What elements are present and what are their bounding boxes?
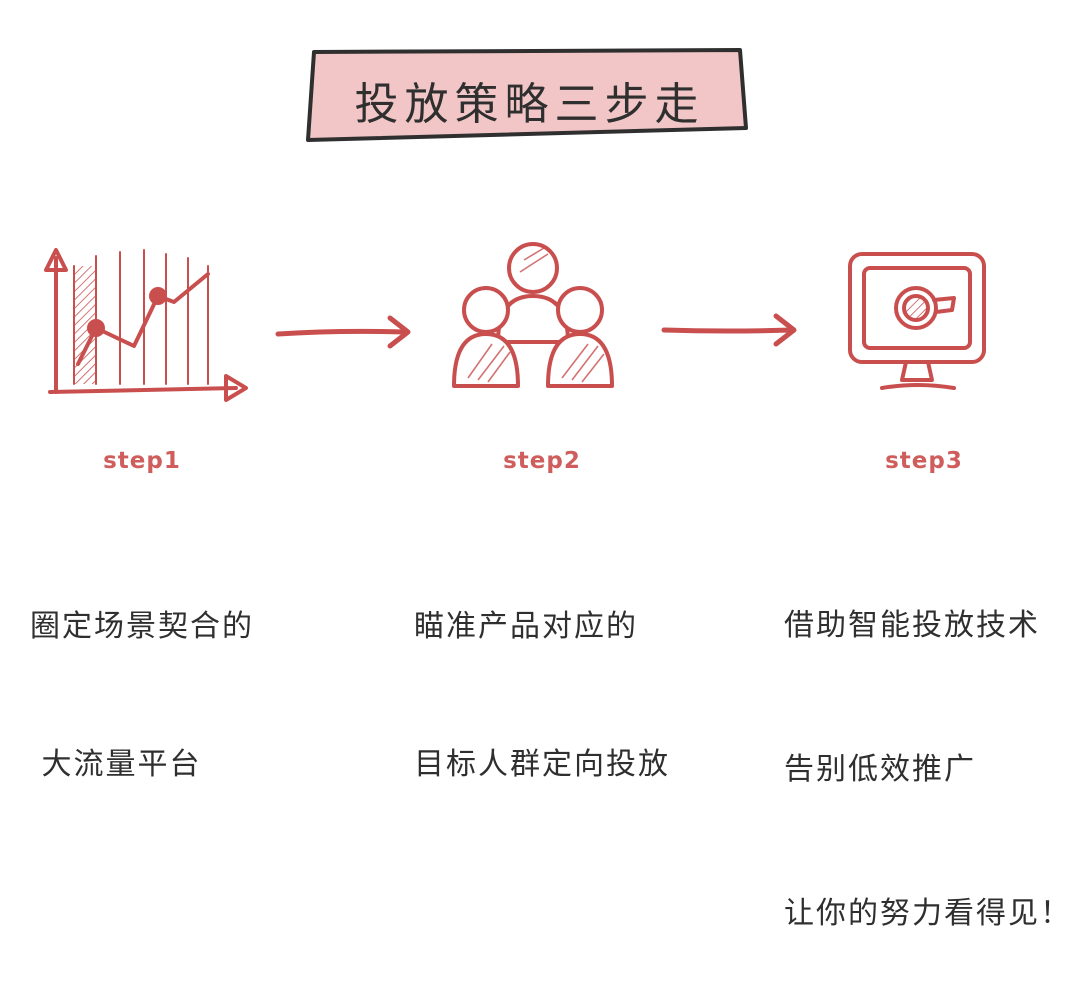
step-3-label: step3 [885,448,963,474]
arrow-right-icon [661,313,797,347]
people-group-icon [452,242,614,388]
step-1-desc-line: 大流量平台 [30,747,202,782]
page-title: 投放策略三步走 [354,79,705,130]
step-2-description: 瞄准产品对应的 目标人群定向投放 [414,512,670,834]
step-1-label: step1 [103,448,181,474]
title-banner [306,48,748,142]
line-chart-icon [44,248,248,402]
monitor-icon [848,252,986,390]
step-1-desc-line: 圈定场景契合的 [30,609,254,644]
arrow-right-icon [275,315,411,349]
step-1-description: 圈定场景契合的 大流量平台 [30,512,254,834]
step-3-description: 借助智能投放技术 告别低效推广 让你的努力看得见！ [784,506,1072,986]
step-2-label: step2 [503,448,581,474]
step-3-desc-line: 告别低效推广 [784,752,976,787]
step-3-desc-line: 让你的努力看得见！ [784,896,1072,931]
step-3-desc-line: 借助智能投放技术 [784,608,1040,643]
step-2-desc-line: 瞄准产品对应的 [414,609,638,644]
step-2-desc-line: 目标人群定向投放 [414,747,670,782]
